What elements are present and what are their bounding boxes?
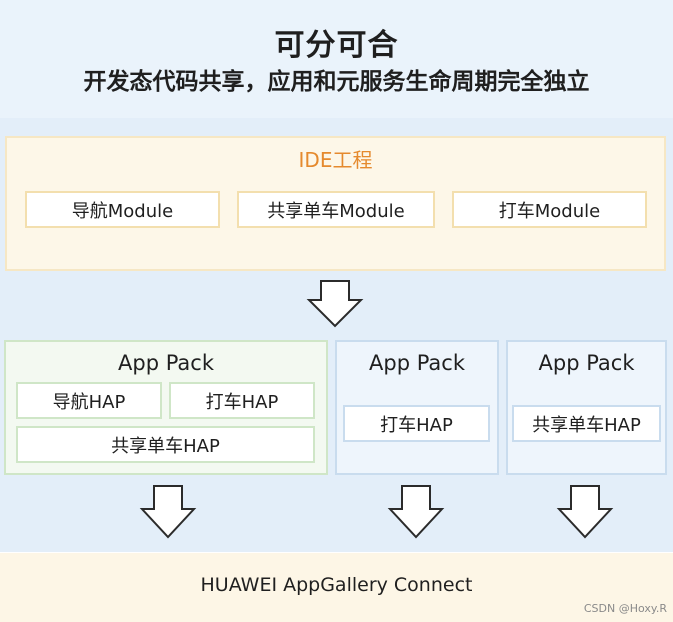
hap-taxi: 打车HAP bbox=[169, 382, 315, 419]
app-pack-taxi-title: App Pack bbox=[369, 351, 465, 375]
watermark: CSDN @Hoxy.R bbox=[583, 602, 667, 615]
diagram-subtitle: 开发态代码共享，应用和元服务生命周期完全独立 bbox=[83, 69, 590, 95]
ide-project-title: IDE工程 bbox=[298, 148, 373, 172]
hap-bike-sharing-standalone: 共享单车HAP bbox=[512, 405, 661, 442]
app-pack-bike-sharing-title: App Pack bbox=[538, 351, 635, 375]
appgallery-connect-label: HUAWEI AppGallery Connect bbox=[200, 574, 473, 596]
down-arrow-icon bbox=[306, 280, 364, 328]
app-pack-combined-title: App Pack bbox=[118, 351, 214, 375]
module-bike-sharing: 共享单车Module bbox=[237, 191, 435, 228]
hap-bike-sharing: 共享单车HAP bbox=[16, 426, 315, 463]
diagram-title: 可分可合 bbox=[274, 28, 399, 63]
down-arrow-icon bbox=[556, 485, 614, 539]
down-arrow-icon bbox=[139, 485, 197, 539]
header-banner bbox=[0, 0, 673, 118]
down-arrow-icon bbox=[387, 485, 445, 539]
hap-taxi-standalone: 打车HAP bbox=[343, 405, 490, 442]
module-navigation: 导航Module bbox=[25, 191, 220, 228]
hap-navigation: 导航HAP bbox=[16, 382, 162, 419]
appgallery-connect-banner bbox=[0, 553, 673, 622]
module-taxi: 打车Module bbox=[452, 191, 647, 228]
